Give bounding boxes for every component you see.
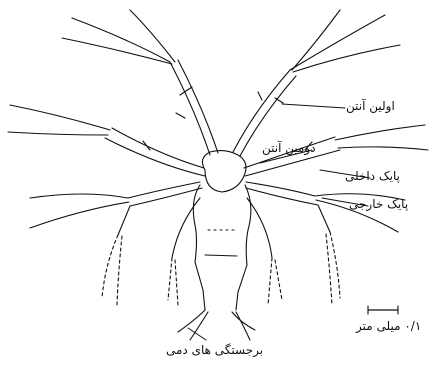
scale-label: ۰/۱ میلی متر [356,320,421,332]
label-first-antenna: اولین آنتن [346,100,395,112]
larva-body [193,151,251,310]
label-inner-branch: پایک داخلی [345,170,400,182]
caudal-appendages [178,310,255,340]
mandible-left [30,182,202,305]
label-second-antenna: دومین آنتن [262,142,316,154]
leader-lines [188,104,370,340]
first-antenna-left [62,10,218,155]
label-outer-branch: پایک خارجی [349,198,408,210]
first-antenna-right [233,10,400,156]
leader-first-antenna [282,104,345,108]
label-caudal-appendages: برجستگی های دمی [166,344,263,356]
second-antenna-left [8,105,205,176]
inner-legs [168,198,282,305]
scale-bar [368,306,398,314]
